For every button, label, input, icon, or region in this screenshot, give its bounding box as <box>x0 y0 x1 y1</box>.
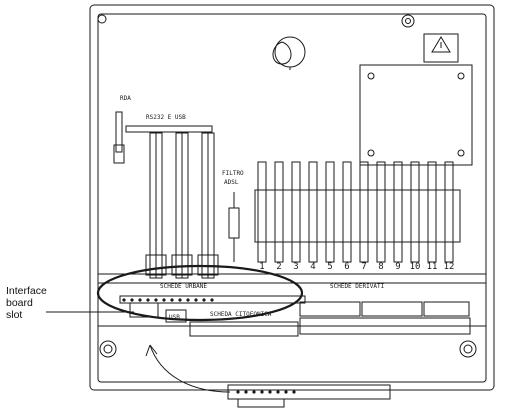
insertion-arrow <box>149 344 231 393</box>
label-schede-derivati: SCHEDE DERIVATI <box>330 283 385 290</box>
derivative-slot-10 <box>410 161 420 263</box>
slot-number: 11 <box>427 262 438 272</box>
derivative-slot-6 <box>342 161 352 263</box>
terminal-block-right-1 <box>299 301 361 317</box>
derivative-slot-1 <box>257 161 267 263</box>
rs232-connector <box>125 125 213 133</box>
slot-number: 9 <box>395 262 400 272</box>
terminal-block-right-2 <box>361 301 423 317</box>
derivative-slot-11 <box>427 161 437 263</box>
label-adsl: ADSL <box>224 179 239 186</box>
keyhole <box>272 41 292 65</box>
citofonica-slot <box>119 295 306 304</box>
label-filtro: FILTRO <box>222 170 244 177</box>
derivative-slot-2 <box>274 161 284 263</box>
derivative-slot-5 <box>325 161 335 263</box>
enclosure-inner <box>97 13 487 383</box>
derivative-slot-4 <box>308 161 318 263</box>
slot-number: 8 <box>378 262 383 272</box>
callout-line-2: board <box>6 297 33 309</box>
label-schede-urbane: SCHEDE URBANE <box>160 283 207 290</box>
label-rs232-usb: RS232 E USB <box>146 114 186 121</box>
callout-label: Interface board slot <box>6 285 47 321</box>
interface-board <box>227 384 391 400</box>
slot-number: 4 <box>310 262 315 272</box>
slot-number: 12 <box>444 262 455 272</box>
slot-number: 1 <box>259 262 264 272</box>
terminal-block-left <box>129 302 159 318</box>
derivative-slot-8 <box>376 161 386 263</box>
usb-port <box>165 309 187 323</box>
slot-number: 10 <box>410 262 421 272</box>
warning-plate <box>423 33 459 63</box>
derivative-slot-12 <box>444 161 454 263</box>
transformer <box>359 64 473 166</box>
screw-top-left <box>97 14 107 24</box>
derivative-slot-7 <box>359 161 369 263</box>
knob-bottom-right <box>459 340 477 358</box>
label-scheda-citofonica: SCHEDA CITOFONICA <box>210 311 272 318</box>
slot-number: 3 <box>293 262 298 272</box>
slot-number: 5 <box>327 262 332 272</box>
slot-number: 7 <box>361 262 366 272</box>
derivative-slot-9 <box>393 161 403 263</box>
knob-bottom-left <box>99 340 117 358</box>
screw-top-right <box>401 14 415 28</box>
slot-number: 2 <box>276 262 281 272</box>
callout-line-1: Interface <box>6 285 47 297</box>
label-rda: RDA <box>120 95 131 102</box>
enclosure-outer <box>89 4 495 391</box>
label-usb: USB <box>169 314 180 321</box>
derivative-slots-group <box>254 189 461 243</box>
rda-slot <box>115 111 123 153</box>
slot-number: 6 <box>344 262 349 272</box>
interface-slot-highlight <box>96 264 304 322</box>
callout-line-3: slot <box>6 309 23 321</box>
adsl-filter <box>228 207 240 239</box>
terminal-block-right-3 <box>423 301 470 317</box>
derivative-slot-3 <box>291 161 301 263</box>
